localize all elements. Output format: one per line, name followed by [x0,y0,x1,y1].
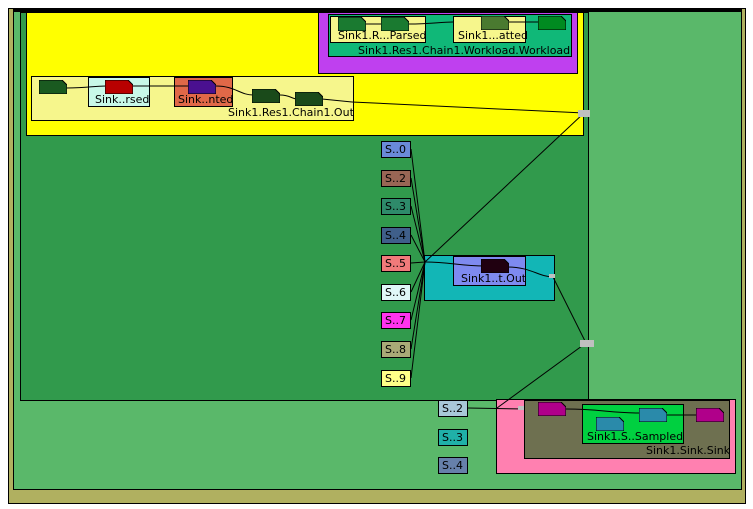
operator-chip[interactable] [105,80,133,94]
operator-chip[interactable] [481,259,509,273]
source-node[interactable]: S..3 [381,198,411,215]
rsed-label: Sink..rsed [95,93,150,106]
operator-chip[interactable] [252,89,280,103]
workload-label: Sink1.Res1.Chain1.Workload.Workload [358,44,571,57]
t-out-label: Sink1..t.Out [461,272,527,285]
source-node[interactable]: S..4 [381,227,411,244]
source-node-lower[interactable]: S..4 [438,457,468,474]
operator-chip[interactable] [696,408,724,422]
operator-chip[interactable] [538,16,566,30]
parsed-label: Sink1.R...Parsed [338,29,427,42]
source-node[interactable]: S..8 [381,341,411,358]
atted-label: Sink1...atted [458,29,528,42]
sampled-label: Sink1.S..Sampled [587,430,684,443]
source-node[interactable]: S..0 [381,141,411,158]
source-node[interactable]: S..9 [381,370,411,387]
source-node[interactable]: S..7 [381,312,411,329]
sink-label: Sink1.Sink.Sink [646,444,731,457]
port[interactable] [580,340,594,347]
source-node-lower[interactable]: S..2 [438,400,468,417]
operator-chip[interactable] [295,92,323,106]
source-node[interactable]: S..2 [381,170,411,187]
operator-chip[interactable] [639,408,667,422]
operator-chip[interactable] [596,417,624,431]
operator-chip[interactable] [481,16,509,30]
operator-chip[interactable] [338,17,366,31]
operator-chip[interactable] [538,402,566,416]
source-node[interactable]: S..6 [381,284,411,301]
nted-label: Sink..nted [178,93,234,106]
chain-out-label: Sink1.Res1.Chain1.Out [228,106,354,119]
source-node-lower[interactable]: S..3 [438,429,468,446]
operator-chip[interactable] [188,80,216,94]
port[interactable] [578,110,590,117]
port[interactable] [549,274,555,278]
operator-chip[interactable] [381,17,409,31]
source-node[interactable]: S..5 [381,255,411,272]
port[interactable] [518,406,524,410]
operator-chip[interactable] [39,80,67,94]
